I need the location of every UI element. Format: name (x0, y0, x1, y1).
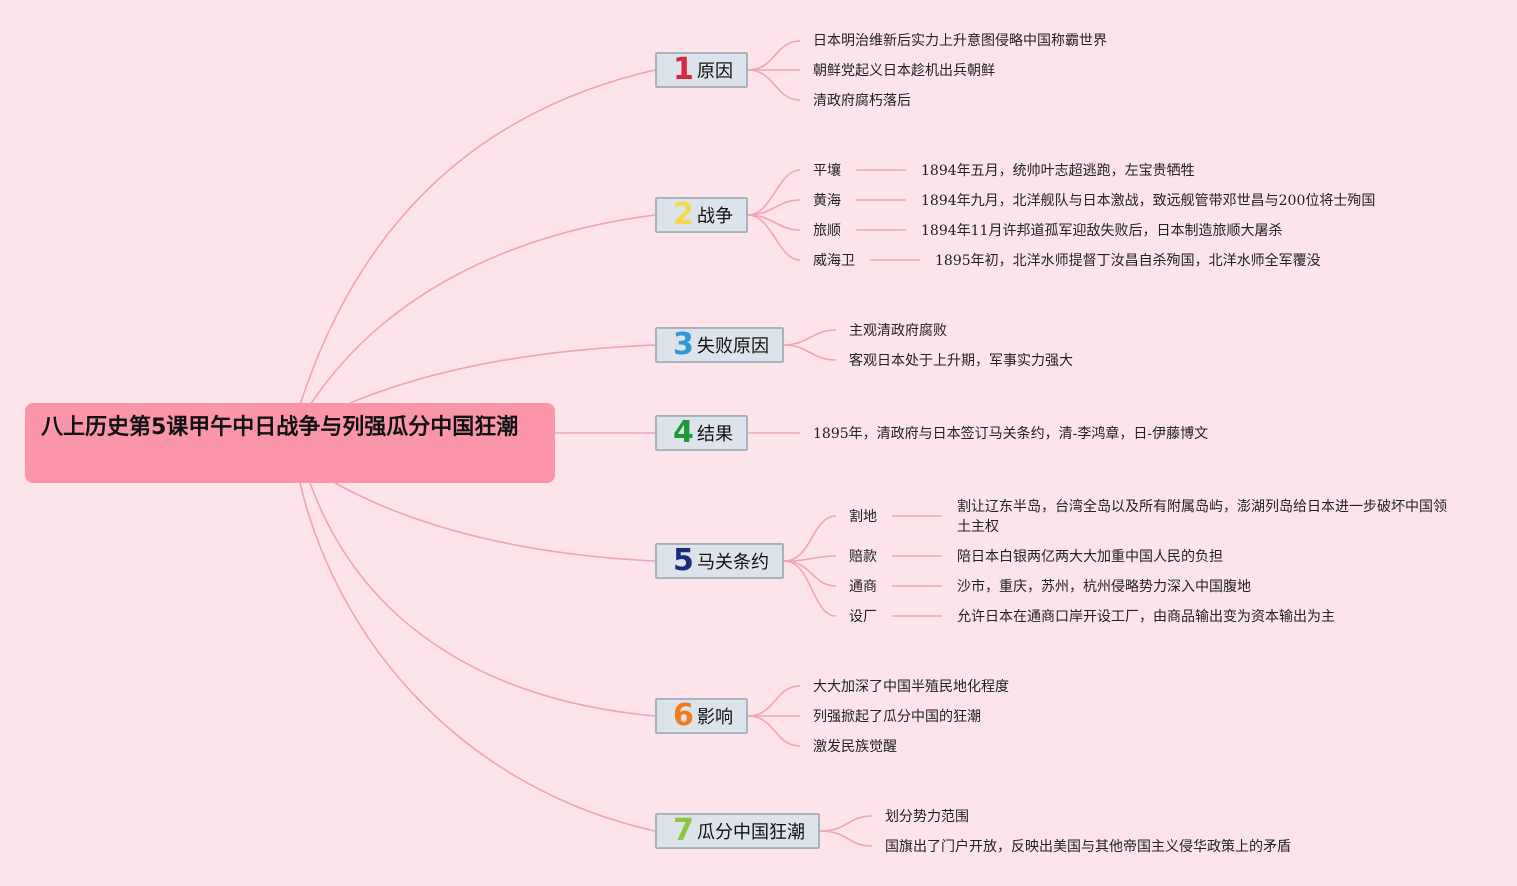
number-2-icon: 2 (673, 197, 694, 232)
branch-6-topic[interactable]: 6 影响 (655, 698, 748, 734)
branch-1-label: 原因 (697, 61, 733, 82)
treaty-indemnity[interactable]: 赔款 (849, 549, 877, 565)
leaf-3-2[interactable]: 客观日本处于上升期，军事实力强大 (849, 353, 1073, 369)
number-3-icon: 3 (673, 327, 694, 362)
branch-7-label: 瓜分中国狂潮 (697, 822, 805, 843)
connector-root-b7 (299, 482, 656, 832)
treaty-trade-ports-desc[interactable]: 沙市，重庆，苏州，杭州侵略势力深入中国腹地 (957, 579, 1251, 595)
branch-6-label: 影响 (697, 707, 733, 728)
battle-yellow-sea-desc[interactable]: 1894年九月，北洋舰队与日本激战，致远舰管带邓世昌与200位将士殉国 (921, 193, 1376, 209)
battle-pyongyang[interactable]: 平壤 (813, 163, 841, 179)
treaty-cede-territory[interactable]: 割地 (849, 509, 877, 525)
number-6-icon: 6 (673, 698, 694, 733)
leaf-7-1[interactable]: 划分势力范围 (885, 809, 969, 825)
number-1-icon: 1 (673, 52, 694, 87)
connector-root-b3 (349, 344, 656, 404)
battle-weihaiwei-desc[interactable]: 1895年初，北洋水师提督丁汝昌自杀殉国，北洋水师全军覆没 (935, 253, 1321, 269)
branch-3-topic[interactable]: 3 失败原因 (655, 327, 784, 363)
leaf-1-2[interactable]: 朝鲜党起义日本趁机出兵朝鲜 (813, 63, 995, 79)
battle-weihaiwei[interactable]: 威海卫 (813, 253, 855, 269)
leaf-7-2[interactable]: 国旗出了门户开放，反映出美国与其他帝国主义侵华政策上的矛盾 (885, 839, 1291, 855)
number-7-icon: 7 (673, 813, 694, 848)
leaf-6-2[interactable]: 列强掀起了瓜分中国的狂潮 (813, 709, 981, 725)
number-4-icon: 4 (673, 415, 694, 450)
branch-7-topic[interactable]: 7 瓜分中国狂潮 (655, 813, 820, 849)
connector-root-b1 (299, 69, 656, 406)
branch-5-label: 马关条约 (697, 552, 769, 573)
battle-lushun-desc[interactable]: 1894年11月许邦道孤军迎敌失败后，日本制造旅顺大屠杀 (921, 223, 1283, 239)
battle-lushun[interactable]: 旅顺 (813, 223, 841, 239)
leaf-3-1[interactable]: 主观清政府腐败 (849, 323, 947, 339)
battle-yellow-sea[interactable]: 黄海 (813, 193, 841, 209)
branch-5-topic[interactable]: 5 马关条约 (655, 543, 784, 579)
battle-pyongyang-desc[interactable]: 1894年五月，统帅叶志超逃跑，左宝贵牺牲 (921, 163, 1195, 179)
root-topic[interactable]: 八上历史第5课甲午中日战争与列强瓜分中国狂潮 (25, 403, 555, 483)
leaf-1-1[interactable]: 日本明治维新后实力上升意图侵略中国称霸世界 (813, 33, 1107, 49)
treaty-cede-territory-desc[interactable]: 割让辽东半岛，台湾全岛以及所有附属岛屿，澎湖列岛给日本进一步破坏中国领土主权 (957, 499, 1447, 535)
branch-4-topic[interactable]: 4 结果 (655, 415, 748, 451)
number-5-icon: 5 (673, 543, 694, 578)
root-title: 八上历史第5课甲午中日战争与列强瓜分中国狂潮 (41, 415, 519, 440)
connector-root-b2 (309, 214, 656, 406)
treaty-indemnity-desc[interactable]: 陪日本白银两亿两大大加重中国人民的负担 (957, 549, 1223, 565)
treaty-factories[interactable]: 设厂 (849, 609, 877, 625)
leaf-6-1[interactable]: 大大加深了中国半殖民地化程度 (813, 679, 1009, 695)
branch-1-topic[interactable]: 1 原因 (655, 52, 748, 88)
treaty-trade-ports[interactable]: 通商 (849, 579, 877, 595)
connector-root-b6 (309, 482, 656, 717)
branch-2-topic[interactable]: 2 战争 (655, 197, 748, 233)
branch-3-label: 失败原因 (697, 336, 769, 357)
branch-2-label: 战争 (697, 206, 733, 227)
connector-root-b5 (334, 482, 656, 562)
leaf-4-1[interactable]: 1895年，清政府与日本签订马关条约，清-李鸿章，日-伊藤博文 (813, 426, 1209, 442)
branch-4-label: 结果 (697, 424, 733, 445)
leaf-6-3[interactable]: 激发民族觉醒 (813, 739, 897, 755)
leaf-1-3[interactable]: 清政府腐朽落后 (813, 93, 911, 109)
treaty-factories-desc[interactable]: 允许日本在通商口岸开设工厂，由商品输出变为资本输出为主 (957, 609, 1335, 625)
